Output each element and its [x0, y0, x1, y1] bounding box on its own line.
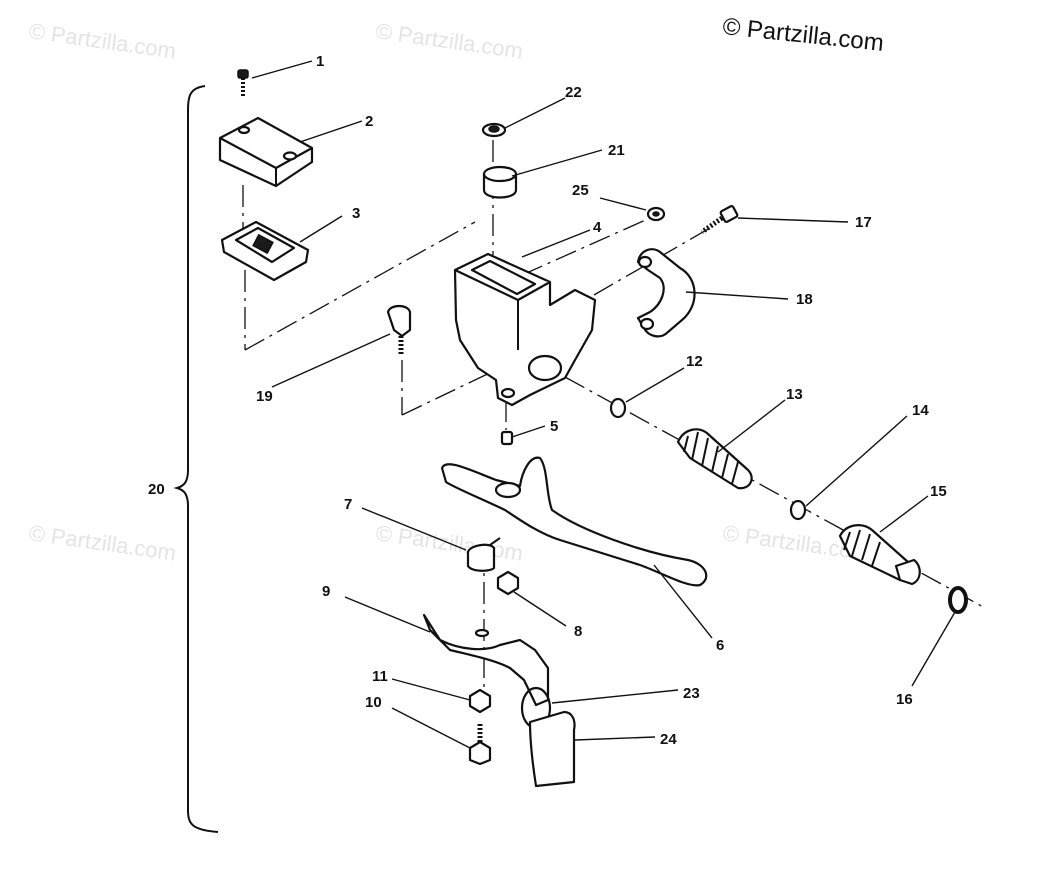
callout-5: 5	[550, 418, 558, 435]
callout-4: 4	[593, 219, 602, 236]
callout-12: 12	[686, 353, 703, 370]
callout-1: 1	[316, 53, 324, 70]
callouts: 1 2 3 4 5 6 7 8 9 10 11 12 13 14 15 16 1…	[148, 53, 947, 748]
leader-lines	[251, 60, 956, 749]
callout-13: 13	[786, 386, 803, 403]
part-24-tag	[528, 710, 576, 788]
part-2-reservoir-cover	[218, 116, 314, 188]
part-22-seal	[481, 122, 507, 138]
part-3-diaphragm	[220, 220, 310, 282]
callout-7: 7	[344, 496, 352, 513]
callout-8: 8	[574, 623, 582, 640]
part-14-washer	[789, 499, 807, 521]
part-1-screw	[237, 69, 249, 96]
part-18-clamp	[636, 248, 696, 338]
part-17-clamp-screw	[700, 205, 739, 235]
watermark-text: © Partzilla.com	[27, 520, 177, 565]
part-5-set-screw	[500, 430, 514, 446]
callout-16: 16	[896, 691, 913, 708]
part-8-nut	[496, 570, 520, 596]
part-12-washer	[609, 397, 627, 419]
callout-15: 15	[930, 483, 947, 500]
part-6-brake-lever	[440, 456, 708, 587]
callout-14: 14	[912, 402, 929, 419]
callout-17: 17	[855, 214, 872, 231]
watermark-text: © Partzilla.com	[27, 18, 177, 63]
part-16-snap-ring	[948, 586, 968, 614]
watermark-text: © Partzilla.com	[374, 18, 524, 63]
callout-10: 10	[365, 694, 382, 711]
part-4-master-cylinder-body	[453, 252, 597, 407]
part-11-nut	[468, 688, 492, 714]
callout-24: 24	[660, 731, 677, 748]
callout-23: 23	[683, 685, 700, 702]
part-13-boot	[676, 428, 753, 490]
callout-11: 11	[372, 668, 388, 685]
callout-19: 19	[256, 388, 273, 405]
callout-21: 21	[608, 142, 625, 159]
part-15-piston	[838, 524, 921, 586]
part-21-cup	[482, 165, 518, 199]
callout-20: 20	[148, 481, 165, 498]
part-7-spring	[466, 537, 501, 572]
callout-9: 9	[322, 583, 330, 600]
callout-22: 22	[565, 84, 582, 101]
alignment-lines	[242, 140, 986, 700]
callout-3: 3	[352, 205, 360, 222]
callout-6: 6	[716, 637, 724, 654]
part-10-bolt	[468, 722, 492, 766]
copyright-text: © Partzilla.com	[721, 13, 885, 57]
callout-2: 2	[365, 113, 373, 130]
callout-18: 18	[796, 291, 813, 308]
callout-25: 25	[572, 182, 589, 199]
assembly-bracket	[173, 85, 219, 833]
part-19-pivot-bolt	[386, 304, 412, 354]
part-25-fitting	[646, 206, 666, 222]
